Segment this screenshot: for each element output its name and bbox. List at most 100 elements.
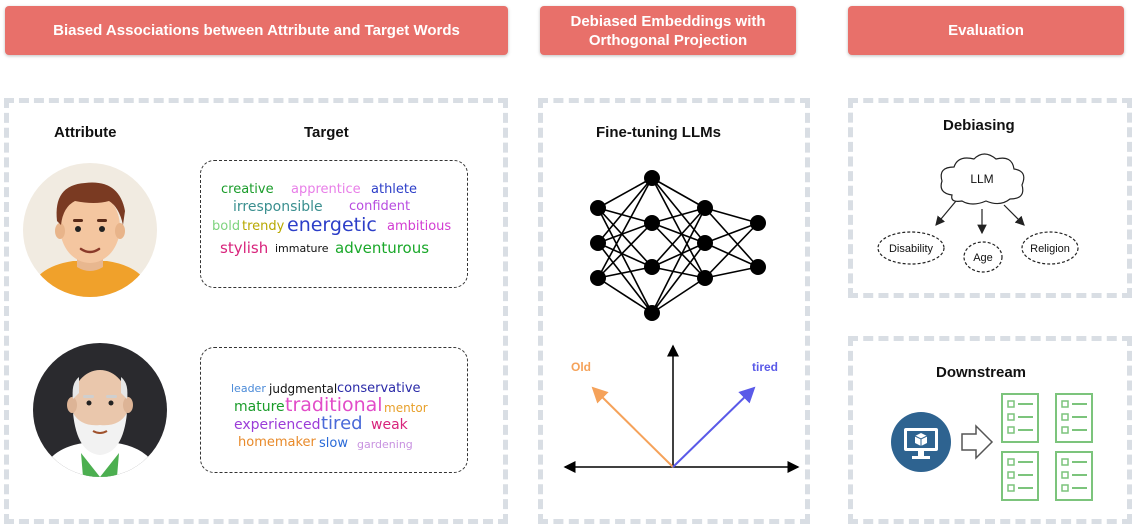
header-biased-associations: Biased Associations between Attribute an…	[5, 6, 508, 55]
target-word: traditional	[285, 394, 383, 416]
nn-edge	[651, 242, 706, 268]
llm-cloud-shape	[940, 153, 1025, 205]
nn-edge	[651, 177, 706, 244]
nn-edge	[651, 177, 706, 209]
checkbox-icon	[1007, 426, 1015, 434]
finetuning-label: Fine-tuning LLMs	[596, 124, 721, 141]
nn-edge	[597, 207, 653, 224]
downstream-label: Downstream	[936, 364, 1027, 381]
target-word: weak	[371, 417, 408, 433]
attribute-label: Attribute	[54, 124, 117, 141]
checkbox-icon	[1061, 426, 1069, 434]
target-word: judgmental	[269, 382, 338, 396]
right-arrow-icon	[961, 424, 994, 460]
middle-panel	[538, 98, 810, 524]
nn-node	[750, 215, 766, 231]
nn-node	[590, 270, 606, 286]
tired-vector-label: tired	[752, 360, 778, 374]
nn-edge	[651, 177, 706, 279]
header-biased-text: Biased Associations between Attribute an…	[53, 22, 460, 39]
nn-node	[750, 259, 766, 275]
nn-node	[644, 170, 660, 186]
nn-edge	[597, 222, 653, 279]
nn-edge	[651, 222, 706, 244]
arrow-to-religion	[1003, 204, 1025, 226]
arrow-to-disability	[935, 200, 957, 226]
header-evaluation-text: Evaluation	[948, 22, 1024, 39]
nn-edge	[651, 242, 706, 314]
target-word: trendy	[242, 219, 285, 234]
target-word: gardening	[357, 438, 413, 451]
nn-edge	[704, 207, 759, 268]
disability-node	[877, 231, 945, 265]
tired-vector	[672, 386, 756, 468]
header-debiased-embeddings: Debiased Embeddings with Orthogonal Proj…	[540, 6, 796, 55]
young-target-word-cloud: creative apprentice athlete irresponsibl…	[200, 160, 468, 288]
target-word: energetic	[287, 214, 377, 236]
vector-projection-diagram: Old tired	[563, 344, 800, 473]
old-person-avatar	[33, 343, 167, 477]
nn-node	[644, 259, 660, 275]
target-word: bold	[212, 219, 241, 234]
nn-edge	[704, 266, 759, 279]
target-word: slow	[319, 436, 348, 451]
nn-node	[697, 270, 713, 286]
nn-edge	[651, 207, 706, 268]
target-word: mature	[234, 399, 285, 415]
target-word: homemaker	[238, 435, 316, 450]
header-debiased-text: Debiased Embeddings with Orthogonal Proj…	[570, 12, 766, 49]
age-node	[963, 241, 1003, 273]
checkbox-icon	[1007, 471, 1015, 479]
target-word: stylish	[220, 239, 269, 257]
nn-edge	[597, 277, 653, 314]
nn-edge	[597, 177, 653, 279]
nn-edge	[597, 207, 653, 268]
nn-node	[590, 200, 606, 216]
disability-label: Disability	[889, 243, 934, 255]
nn-node	[697, 200, 713, 216]
target-word: mentor	[384, 401, 428, 415]
target-word: ambitious	[387, 219, 452, 234]
task-list-icon	[1001, 393, 1093, 501]
nn-edge	[704, 222, 759, 279]
checkbox-icon	[1007, 458, 1015, 466]
debiasing-label: Debiasing	[943, 117, 1015, 134]
nn-edge	[597, 242, 653, 314]
nn-node	[644, 305, 660, 321]
nn-edge	[704, 207, 759, 224]
young-person-avatar	[23, 163, 157, 297]
nn-node	[697, 235, 713, 251]
target-word: athlete	[371, 182, 418, 197]
checkbox-icon	[1007, 484, 1015, 492]
checkbox-icon	[1061, 484, 1069, 492]
old-vector	[591, 386, 674, 468]
age-label: Age	[973, 252, 993, 264]
nn-edge	[651, 266, 706, 279]
old-vector-label: Old	[571, 360, 591, 374]
nn-edge	[651, 207, 706, 224]
religion-node	[1021, 231, 1079, 265]
nn-edge	[704, 222, 759, 244]
nn-edge	[651, 222, 706, 279]
nn-edge	[651, 277, 706, 314]
checkbox-icon	[1061, 471, 1069, 479]
nn-edge	[597, 207, 653, 314]
checkbox-icon	[1007, 413, 1015, 421]
nn-edge	[651, 207, 706, 314]
target-word: tired	[321, 413, 363, 434]
downstream-diagram	[891, 393, 1093, 501]
nn-edge	[597, 177, 653, 244]
nn-edge	[597, 242, 653, 268]
old-target-word-cloud: leader judgmental conservative mature tr…	[200, 347, 468, 473]
target-word: adventurous	[335, 239, 430, 257]
target-word: irresponsible	[233, 199, 323, 215]
debiasing-diagram: LLM Disability Age Religion	[877, 153, 1079, 273]
neural-network-diagram	[590, 170, 766, 321]
target-word: creative	[221, 182, 274, 197]
target-word: leader	[231, 382, 266, 395]
downstream-panel	[848, 336, 1132, 524]
checkbox-icon	[1061, 400, 1069, 408]
nn-node	[644, 215, 660, 231]
checkbox-icon	[1061, 413, 1069, 421]
religion-label: Religion	[1030, 243, 1070, 255]
